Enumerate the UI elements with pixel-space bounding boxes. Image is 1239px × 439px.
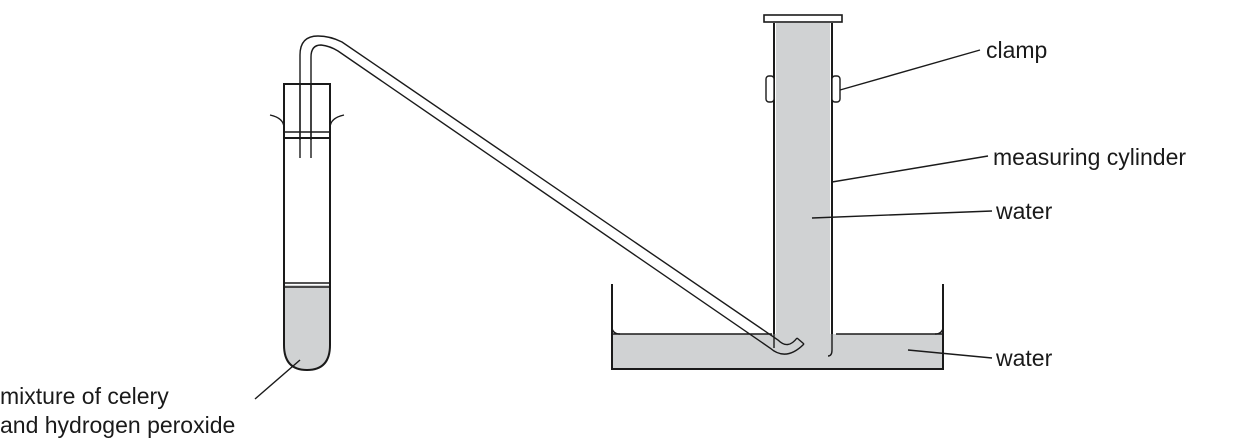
trough-meniscus-left <box>611 327 621 335</box>
clamp-left-jaw <box>765 75 775 103</box>
delivery-tube-outer <box>299 35 798 346</box>
label-water-cylinder: water <box>995 198 1053 224</box>
test-tube-mixture <box>284 285 330 370</box>
test-tube-body <box>283 120 331 372</box>
bung <box>283 83 331 139</box>
cylinder-water <box>776 23 830 357</box>
test-tube <box>269 114 345 372</box>
label-mixture-line2: and hydrogen peroxide <box>0 412 235 438</box>
clamp <box>765 75 841 103</box>
label-water-trough: water <box>995 345 1053 371</box>
leader-mixture <box>254 359 301 400</box>
trough-meniscus-right <box>934 327 944 335</box>
trough-outline <box>611 284 944 370</box>
test-tube-lip-left <box>269 114 285 129</box>
measuring-cylinder <box>763 14 843 357</box>
label-clamp: clamp <box>986 37 1047 63</box>
leader-water-cylinder <box>811 210 993 219</box>
label-mixture-line1: mixture of celery <box>0 383 169 409</box>
leader-clamp <box>839 49 981 91</box>
label-measuring-cylinder: measuring cylinder <box>993 144 1186 170</box>
delivery-tube-inner <box>310 44 805 355</box>
cylinder-base-flange <box>763 14 843 23</box>
delivery-tube <box>299 35 805 355</box>
test-tube-lip-right <box>329 114 345 129</box>
leader-cylinder <box>831 155 989 183</box>
delivery-tube-end <box>796 337 805 345</box>
bung-outline <box>283 83 331 139</box>
cylinder-mouth-right <box>827 334 833 357</box>
clamp-right-jaw <box>831 75 841 103</box>
leader-water-trough <box>907 349 993 359</box>
